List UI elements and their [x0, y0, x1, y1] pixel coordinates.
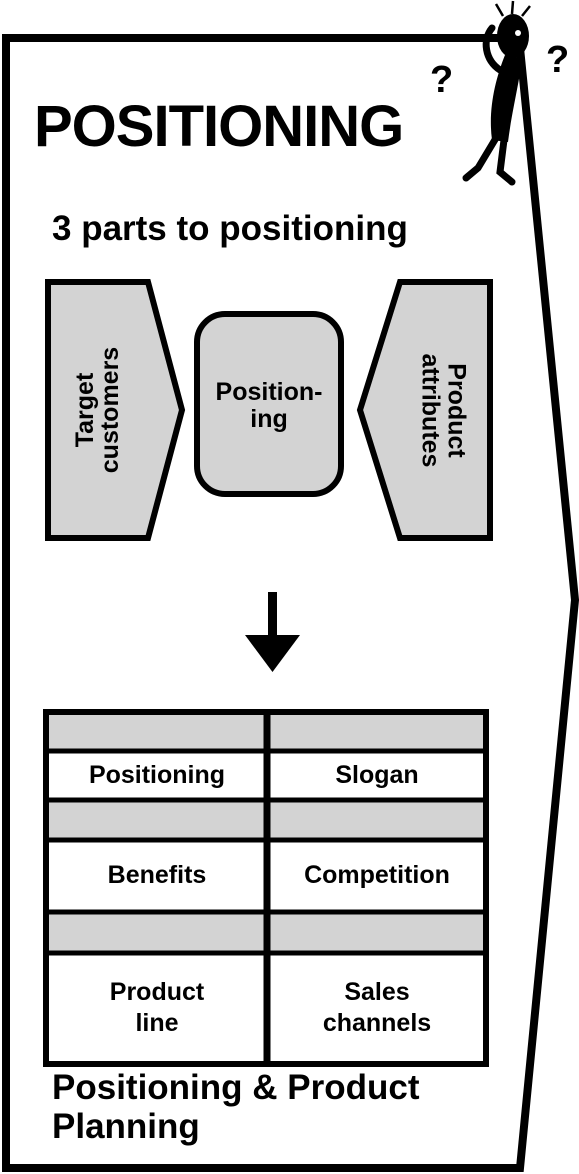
- svg-text:?: ?: [430, 59, 453, 101]
- grid-cell-slogan: Slogan: [271, 753, 483, 799]
- confused-person-icon: ? ?: [430, 0, 569, 186]
- footer-title: Positioning & Product Planning: [52, 1068, 419, 1146]
- grid-cell-text: Competition: [304, 861, 450, 890]
- grid-cell-text: Positioning: [88, 761, 226, 790]
- target-customers-chevron: [45, 279, 186, 541]
- grid-cell-product-line: Product line: [49, 955, 265, 1061]
- target-customers-line2: customers: [96, 346, 124, 474]
- product-attributes-chevron: [356, 279, 493, 541]
- down-arrow-icon: [245, 592, 300, 672]
- positioning-box: [194, 311, 344, 497]
- target-customers-label: Target customers: [48, 282, 148, 538]
- subtitle: 3 parts to positioning: [52, 209, 408, 248]
- grid-cell-positioning: Positioning: [49, 753, 265, 799]
- product-attributes-line1: Product: [442, 362, 470, 458]
- product-attributes-label: Product attributes: [395, 282, 490, 538]
- grid-cell-competition: Competition: [271, 842, 483, 910]
- page-title: POSITIONING: [34, 94, 404, 159]
- svg-text:?: ?: [546, 39, 569, 81]
- target-customers-line1: Target: [70, 372, 99, 448]
- grid-cell-sales-channels: Sales channels: [271, 955, 483, 1061]
- product-attributes-line2: attributes: [416, 353, 445, 467]
- footer-line1: Positioning & Product: [52, 1068, 420, 1107]
- grid-cell-text: Product: [109, 977, 205, 1006]
- grid-cell-text: Sales: [344, 977, 410, 1006]
- product-attributes-label-wrap: Product attributes: [395, 282, 490, 538]
- positioning-line2: ing: [250, 405, 288, 433]
- grid-cell-text: line: [135, 1009, 179, 1037]
- positioning-label: Position- ing: [199, 320, 339, 492]
- grid-cell-text: Slogan: [335, 761, 419, 790]
- positioning-line1: Position-: [215, 377, 323, 406]
- grid-cell-text: channels: [322, 1009, 432, 1037]
- grid-cell-text: Benefits: [107, 861, 207, 890]
- target-customers-label-wrap: Target customers: [48, 282, 148, 538]
- footer-line2: Planning: [52, 1107, 200, 1147]
- grid-cell-benefits: Benefits: [49, 842, 265, 910]
